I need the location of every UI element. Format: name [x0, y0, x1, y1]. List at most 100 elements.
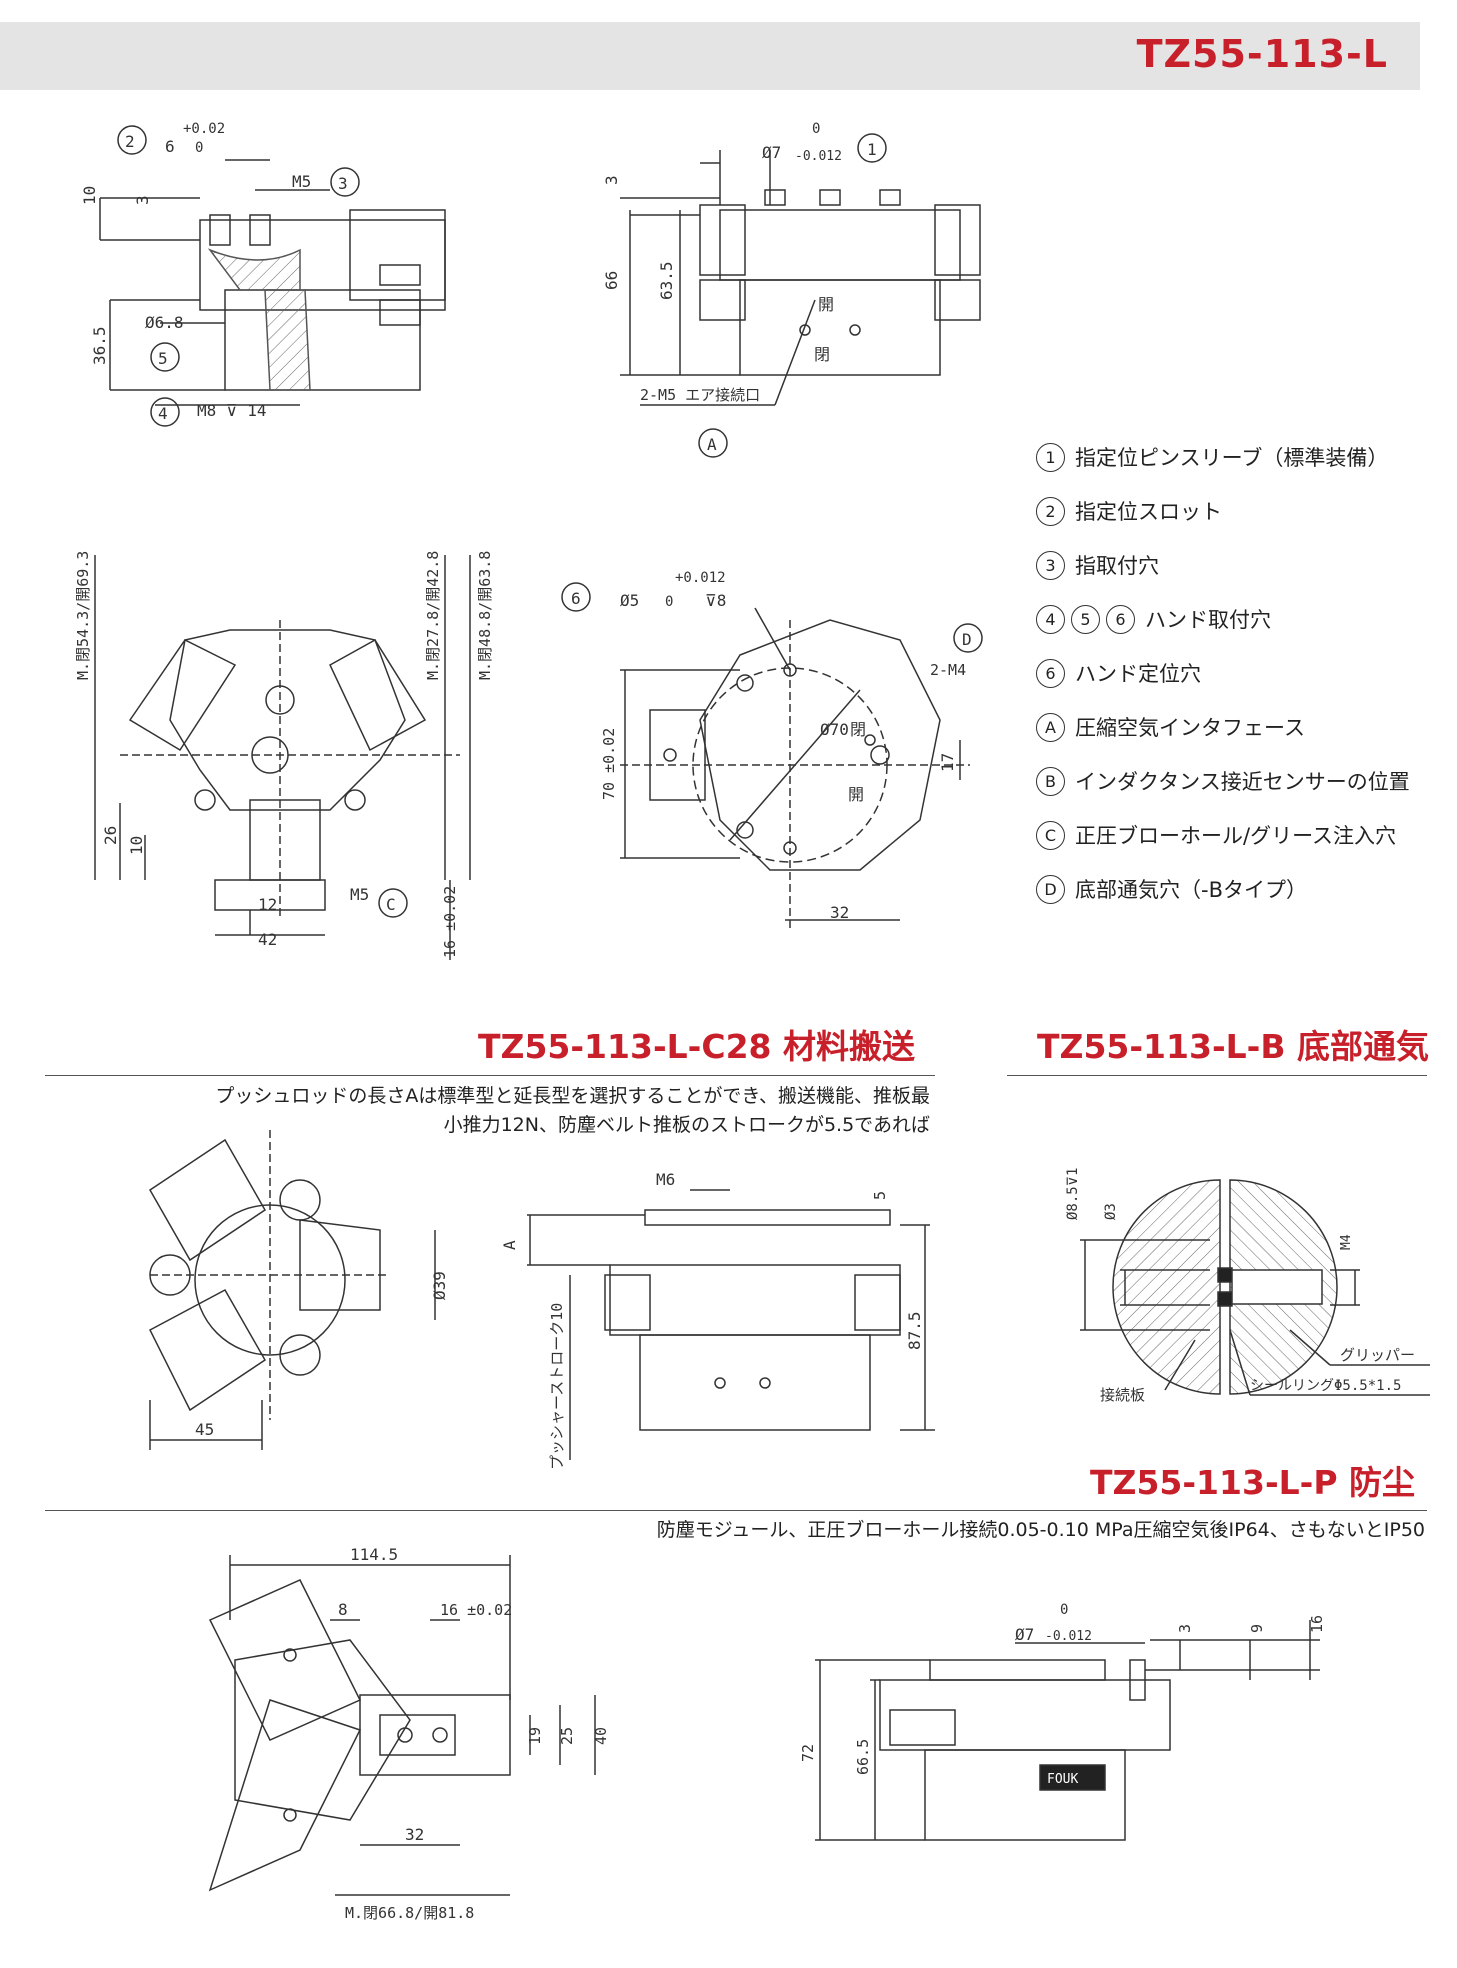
section-title-b: TZ55-113-L-B 底部通気: [1037, 1027, 1430, 1066]
legend-item: 6 ハンド定位穴: [1036, 646, 1456, 700]
dim-label: 32: [830, 903, 849, 922]
brand-logo: FOUK: [1047, 1772, 1078, 1787]
callout-marker: C: [386, 895, 396, 914]
callout-marker: 5: [158, 349, 168, 368]
dim-label: 0: [812, 121, 820, 137]
dim-label: 3: [133, 195, 152, 205]
drawing-c28-side-view: [527, 1189, 935, 1460]
dim-label: M.閉48.8/開63.8: [476, 551, 494, 680]
dim-label: 114.5: [350, 1545, 398, 1564]
dim-label: 16: [1308, 1615, 1326, 1633]
callout-marker: 1: [1036, 442, 1065, 472]
dim-label: 10: [127, 836, 146, 855]
dim-label: 19: [526, 1727, 544, 1745]
dim-label: M5: [292, 172, 311, 191]
legend-text: 指定位スロット: [1075, 500, 1222, 524]
legend-text: ハンド定位穴: [1075, 662, 1201, 686]
dim-tolerance: -0.012: [795, 149, 842, 164]
legend-item: B インダクタンス接近センサーの位置: [1036, 754, 1456, 808]
dim-label: Ø6.8: [145, 313, 184, 332]
legend-text: 指取付穴: [1075, 554, 1159, 578]
dim-label: 66.5: [854, 1739, 872, 1775]
drawing-bottom-view: [561, 582, 983, 930]
dim-label: 25: [558, 1727, 576, 1745]
dim-label: 閉: [850, 720, 866, 739]
dim-label: Ø5: [620, 591, 639, 610]
dim-label: 5: [871, 1191, 889, 1200]
section-divider-b: [1007, 1075, 1427, 1076]
dim-label: M.閉66.8/開81.8: [345, 1904, 474, 1922]
legend-text: 正圧ブローホール/グリース注入穴: [1075, 824, 1397, 848]
dim-label: M8 ⊽ 14: [197, 401, 267, 420]
section-divider-c28: [45, 1075, 935, 1076]
callout-marker: 6: [1036, 658, 1065, 688]
dim-tolerance: -0.012: [1045, 1629, 1092, 1644]
section-desc-c28-line1: プッシュロッドの長さAは標準型と延長型を選択することができ、搬送機能、推板最: [215, 1085, 930, 1107]
callout-marker: D: [1036, 874, 1065, 904]
dim-label: 2-M4: [930, 661, 966, 679]
dim-label: プッシャーストローク10: [548, 1303, 566, 1470]
dim-label: 2-M5 エア接続口: [640, 386, 760, 404]
callout-marker: 2: [1036, 496, 1065, 526]
dim-label: M.閉54.3/開69.3: [74, 551, 92, 680]
dim-label: 0: [665, 594, 673, 610]
legend-text: ハンド取付穴: [1145, 608, 1271, 632]
dim-label: 72: [799, 1744, 817, 1762]
drawing-top-view-1: [94, 555, 471, 960]
dim-label: 6: [165, 137, 175, 156]
callout-marker: 3: [338, 174, 348, 193]
callout-marker: 4: [158, 404, 168, 423]
dim-label: 32: [405, 1825, 424, 1844]
callout-marker: 5: [1071, 604, 1100, 634]
dim-tolerance: +0.012: [675, 570, 726, 586]
dim-label: 40: [592, 1727, 610, 1745]
dim-label: 87.5: [905, 1311, 924, 1350]
dim-label: 12: [258, 895, 277, 914]
dim-label: 45: [195, 1420, 214, 1439]
dim-label: Ø7: [762, 143, 781, 162]
section-title-c28: TZ55-113-L-C28 材料搬送: [478, 1027, 915, 1066]
section-divider-p: [45, 1510, 1427, 1511]
drawing-side-view-1: [99, 125, 446, 427]
dim-label: 63.5: [657, 261, 676, 300]
dim-label: 16 ±0.02: [440, 1601, 512, 1619]
dim-label: シールリングΦ5.5*1.5: [1250, 1378, 1401, 1394]
dim-tolerance: +0.02: [183, 121, 225, 137]
callout-marker: 2: [125, 132, 135, 151]
dim-label: Ø8.5⊽1: [1065, 1168, 1081, 1220]
legend-item: C 正圧ブローホール/グリース注入穴: [1036, 808, 1456, 862]
callout-marker: 1: [867, 140, 877, 159]
callout-marker: D: [962, 630, 972, 649]
section-desc-c28-line2: 小推力12N、防塵ベルト推板のストロークが5.5であれば: [443, 1114, 930, 1136]
dim-label: Ø7: [1015, 1625, 1034, 1644]
legend-item: 4 5 6 ハンド取付穴: [1036, 592, 1456, 646]
dim-label: M4: [1339, 1234, 1354, 1250]
legend-text: インダクタンス接近センサーの位置: [1075, 770, 1410, 794]
dim-label: M5: [350, 885, 369, 904]
callout-legend: 1 指定位ピンスリーブ（標準装備） 2 指定位スロット 3 指取付穴 4 5 6…: [1036, 430, 1456, 916]
dim-label: 9: [1248, 1624, 1266, 1633]
dim-label: M6: [656, 1170, 675, 1189]
legend-item: 3 指取付穴: [1036, 538, 1456, 592]
dim-label: グリッパー: [1340, 1346, 1415, 1364]
dim-label: 70 ±0.02: [600, 728, 618, 800]
legend-text: 圧縮空気インタフェース: [1075, 716, 1305, 740]
dim-label: 66: [602, 271, 621, 290]
legend-text: 指定位ピンスリーブ（標準装備）: [1075, 446, 1389, 470]
dim-label: 0: [195, 140, 203, 156]
drawing-p-top-view: [208, 1555, 596, 1896]
dim-label: 3: [1176, 1624, 1194, 1633]
callout-marker: B: [1036, 766, 1065, 796]
dim-label: Ø3: [1103, 1203, 1119, 1220]
section-desc-p: 防塵モジュール、正圧ブローホール接続0.05-0.10 MPa圧縮空気後IP64…: [656, 1519, 1425, 1541]
dim-label: A: [500, 1240, 519, 1250]
legend-text: 底部通気穴（-Bタイプ）: [1075, 878, 1307, 902]
dim-label: 3: [602, 175, 621, 185]
dim-label: M.閉27.8/開42.8: [424, 551, 442, 680]
dim-label: 8: [338, 1600, 348, 1619]
legend-item: A 圧縮空気インタフェース: [1036, 700, 1456, 754]
dim-label: 接続板: [1100, 1386, 1145, 1404]
dim-label: 26: [101, 826, 120, 845]
section-title-p: TZ55-113-L-P 防尘: [1090, 1463, 1416, 1502]
